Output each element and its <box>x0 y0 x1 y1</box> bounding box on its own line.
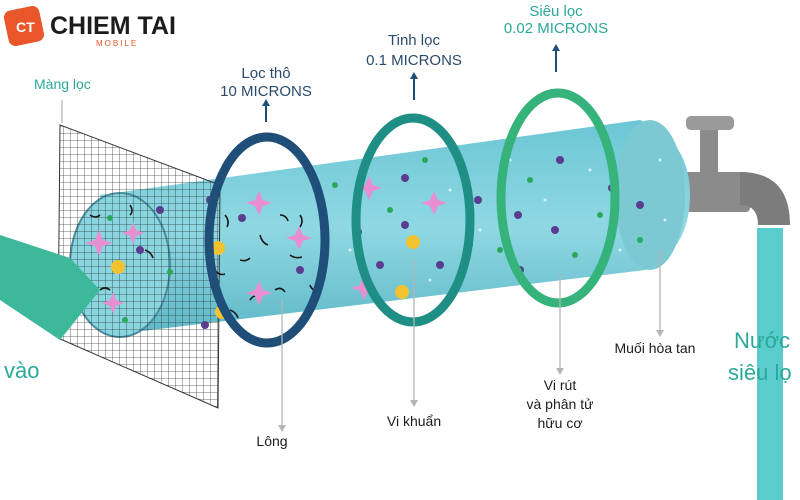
label-virus-1: Vi rút <box>544 377 577 393</box>
bacteria-particles <box>85 176 447 314</box>
label-outlet-1: Nước <box>734 328 790 353</box>
ring-ultra <box>496 88 620 308</box>
filter-tube <box>100 120 690 335</box>
water-stream <box>757 228 783 500</box>
label-coarse-size: 10 MICRONS <box>220 83 312 100</box>
label-ultra-title: Siêu lọc <box>529 3 583 20</box>
label-arrowheads <box>262 44 560 106</box>
logo-name: CHIEM TAI <box>50 12 176 40</box>
inlet-arrow-icon <box>0 235 100 340</box>
logo-sub: MOBILE <box>96 39 138 48</box>
virus-particles <box>136 156 644 329</box>
label-fine-size: 0.1 MICRONS <box>366 52 462 69</box>
label-inlet: vào <box>4 358 39 383</box>
label-coarse-title: Lọc thô <box>241 65 290 82</box>
label-salts: Muối hòa tan <box>615 340 696 356</box>
brand-logo: CT CHIEM TAI MOBILE <box>3 5 176 48</box>
hair-particles <box>89 204 319 319</box>
salt-particles <box>107 157 643 323</box>
label-outlet-2: siêu lọ <box>728 360 792 385</box>
logo-badge-icon <box>3 5 45 47</box>
label-virus-2: và phân tử <box>527 396 594 412</box>
label-mesh: Màng lọc <box>34 76 91 92</box>
label-virus-3: hữu cơ <box>537 415 582 431</box>
label-arrows <box>265 50 557 122</box>
faucet-icon <box>680 116 790 225</box>
ring-fine <box>351 113 475 327</box>
tube-end <box>615 120 685 270</box>
leader-arrowheads <box>278 330 664 432</box>
logo-badge-text: CT <box>16 19 35 35</box>
label-fine-title: Tinh lọc <box>388 32 440 49</box>
leader-lines <box>61 100 661 425</box>
label-hair: Lông <box>256 433 287 449</box>
label-bacteria: Vi khuẩn <box>387 413 441 429</box>
label-ultra-size: 0.02 MICRONS <box>504 20 608 37</box>
filter-mesh <box>58 125 220 408</box>
ring-coarse <box>204 132 330 348</box>
